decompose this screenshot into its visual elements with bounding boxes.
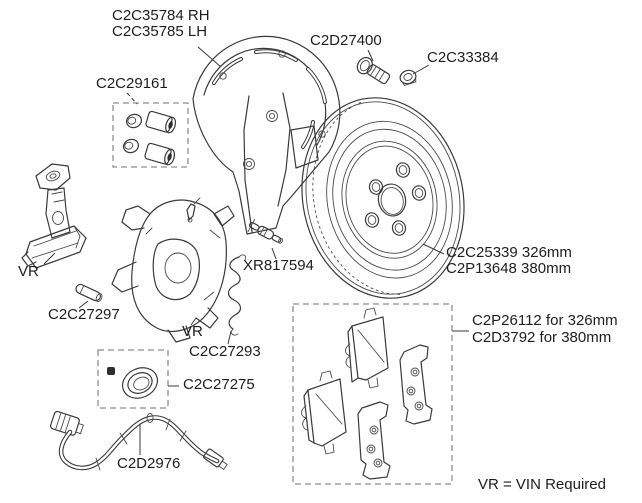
pads-callout-line1: C2P26112 for 326mm bbox=[472, 312, 618, 329]
disc-callout: C2C25339 326mm C2P13648 380mm bbox=[446, 245, 572, 277]
pads-callout-line2: C2D3792 for 380mm bbox=[472, 329, 612, 346]
caliper-bracket-drawing bbox=[21, 163, 87, 269]
shield-callout-line2: C2C35785 LH bbox=[112, 23, 208, 40]
vin-required-footnote: VR = VIN Required bbox=[478, 476, 606, 493]
disc-callout-line2: C2P13648 380mm bbox=[446, 260, 572, 277]
nut-drawing bbox=[399, 69, 417, 87]
brake-disc-drawing bbox=[301, 97, 465, 299]
retainer-pin-drawing bbox=[247, 218, 283, 244]
retainer-pin-callout: XR817594 bbox=[243, 257, 314, 274]
shield-callout: C2C35784 RH C2C35785 LH bbox=[112, 8, 210, 40]
guide-pin-callout: C2C27297 bbox=[48, 306, 120, 323]
mounting-bolt-callout: C2D27400 bbox=[310, 32, 382, 49]
hub-center-hole bbox=[377, 183, 407, 217]
pads-callout: C2P26112 for 326mm C2D3792 for 380mm bbox=[472, 312, 618, 346]
mounting-bolt-drawing bbox=[356, 56, 391, 85]
bleeder-screw-drawing bbox=[186, 197, 201, 223]
leader-lines bbox=[43, 46, 469, 455]
brake-caliper-drawing bbox=[111, 197, 235, 343]
sleeve-kit-drawing bbox=[112, 102, 189, 168]
caliper-vin-callout: VR bbox=[182, 323, 203, 340]
sleeve-kit-callout: C2C29161 bbox=[96, 75, 168, 92]
wear-sensor-callout: C2D2976 bbox=[117, 455, 181, 472]
spring-clip-callout: C2C27293 bbox=[189, 343, 261, 360]
wheel-lug-holes bbox=[364, 162, 427, 236]
wear-sensor-drawing bbox=[49, 410, 228, 471]
dust-shield-drawing bbox=[192, 35, 341, 235]
brake-pads-drawing bbox=[292, 303, 453, 485]
spring-clip-drawing bbox=[227, 254, 246, 336]
nut-callout: C2C33384 bbox=[427, 49, 499, 66]
disc-callout-line1: C2C25339 326mm bbox=[446, 244, 572, 261]
guide-pin-drawing bbox=[75, 283, 103, 303]
bracket-vin-callout: VR bbox=[18, 263, 39, 280]
shield-callout-line1: C2C35784 RH bbox=[112, 7, 210, 24]
seal-kit-drawing bbox=[97, 349, 169, 409]
seal-kit-callout: C2C27275 bbox=[183, 376, 255, 393]
